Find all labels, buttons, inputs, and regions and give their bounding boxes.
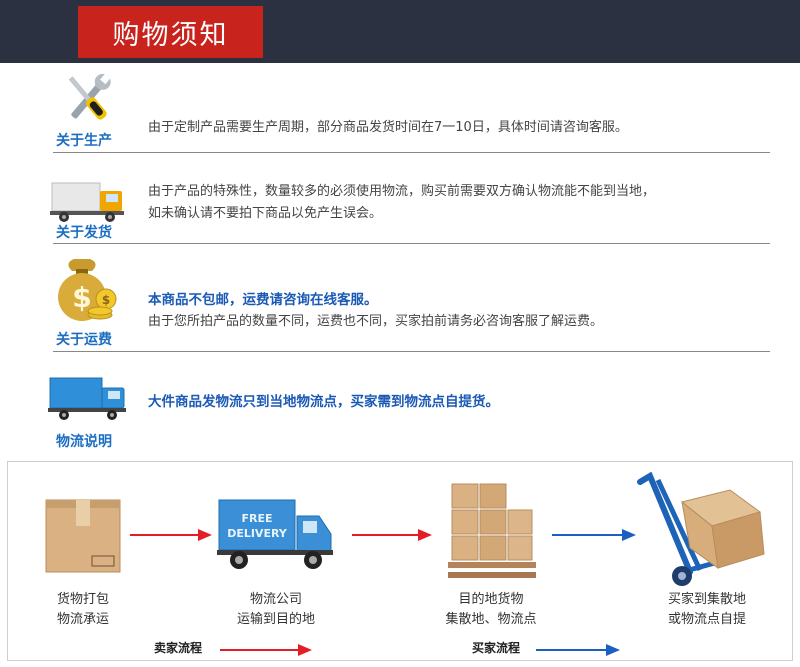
notice-line: 由于定制产品需要生产周期，部分商品发货时间在7一10日，具体时间请咨询客服。	[148, 120, 628, 135]
notice-caption: 关于运费	[56, 332, 112, 348]
step-label: 买家到集散地 或物流点自提	[644, 590, 770, 630]
notice-line: 由于您所拍产品的数量不同，运费也不同，买家拍前请务必咨询客服了解运费。	[148, 314, 604, 329]
process-arrow	[352, 529, 432, 541]
notice-highlight: 大件商品发物流只到当地物流点，买家需到物流点自提货。	[148, 394, 499, 410]
shipping-process: FREE DELIVERY	[7, 461, 793, 661]
divider	[53, 351, 770, 352]
free-delivery-truck-icon: FREE DELIVERY	[217, 499, 333, 569]
stacked-boxes-icon	[448, 483, 536, 578]
process-arrow	[130, 529, 212, 541]
notice-caption: 关于生产	[56, 133, 112, 149]
step-label: 物流公司 运输到目的地	[216, 590, 336, 630]
truck-label-delivery: DELIVERY	[227, 527, 288, 540]
notice-line: 如未确认请不要拍下商品以免产生误会。	[148, 206, 383, 221]
legend-seller-label: 卖家流程	[154, 641, 203, 655]
legend-seller-arrow	[220, 644, 312, 656]
legend-buyer-arrow	[536, 644, 620, 656]
notice-line: 由于产品的特殊性，数量较多的必须使用物流，购买前需要双方确认物流能不能到当地，	[148, 184, 656, 199]
notice-text: 大件商品发物流只到当地物流点，买家需到物流点自提货。	[148, 391, 788, 413]
step-label-line: 或物流点自提	[667, 612, 746, 627]
notice-text: 由于产品的特殊性，数量较多的必须使用物流，购买前需要双方确认物流能不能到当地， …	[148, 181, 788, 225]
tools-icon	[68, 73, 111, 120]
notice-caption: 物流说明	[56, 434, 112, 450]
step-label-line: 货物打包	[56, 592, 109, 607]
step-label-line: 运输到目的地	[236, 612, 315, 627]
divider	[53, 243, 770, 244]
step-label: 货物打包 物流承运	[28, 590, 138, 630]
blue-truck-icon	[48, 377, 126, 420]
process-arrow	[552, 529, 636, 541]
svg-text:$: $	[102, 293, 110, 307]
hand-truck-icon	[637, 472, 765, 586]
step-label-line: 买家到集散地	[667, 592, 746, 607]
delivery-truck-icon	[50, 182, 124, 222]
page-title: 购物须知	[78, 6, 263, 58]
step-label-line: 物流公司	[249, 592, 302, 607]
divider	[53, 152, 770, 153]
money-bag-icon: $ $	[58, 259, 117, 321]
truck-label-free: FREE	[241, 512, 272, 525]
notice-text: 由于定制产品需要生产周期，部分商品发货时间在7一10日，具体时间请咨询客服。	[148, 117, 788, 139]
packed-box-icon	[45, 499, 121, 573]
legend-buyer-label: 买家流程	[472, 641, 521, 655]
notice-text: 本商品不包邮，运费请咨询在线客服。 由于您所拍产品的数量不同，运费也不同，买家拍…	[148, 289, 788, 333]
notice-highlight: 本商品不包邮，运费请咨询在线客服。	[148, 292, 378, 308]
notice-caption: 关于发货	[56, 225, 112, 241]
step-label-line: 集散地、物流点	[445, 612, 537, 627]
step-label: 目的地货物 集散地、物流点	[428, 590, 554, 630]
svg-text:$: $	[72, 281, 91, 314]
step-label-line: 物流承运	[56, 612, 109, 627]
step-label-line: 目的地货物	[458, 592, 524, 607]
header-bar: 购物须知	[0, 0, 800, 63]
